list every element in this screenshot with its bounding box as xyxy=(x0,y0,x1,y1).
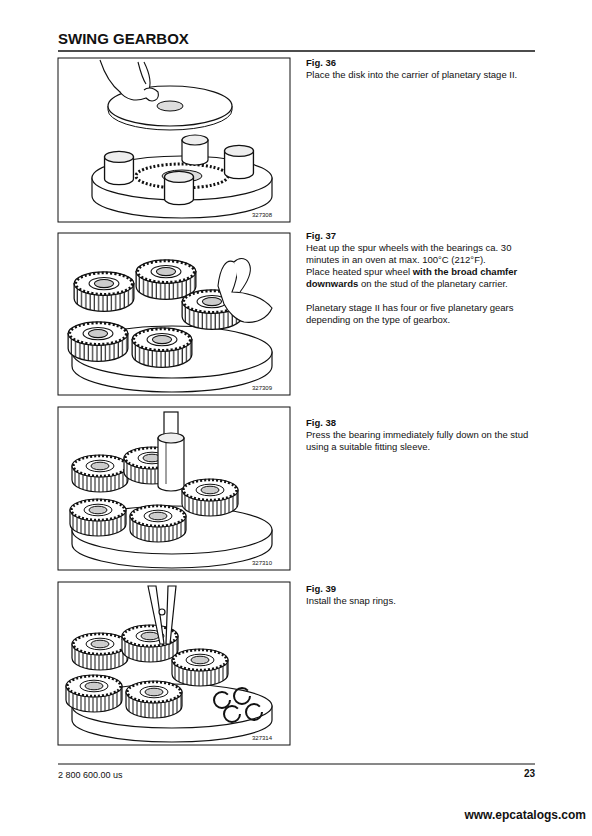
spur-wheel-illustration-part xyxy=(172,649,228,686)
planet-carrier-illustration-part xyxy=(225,145,254,178)
page-number-block: 23 xyxy=(495,768,535,780)
spur-wheel-illustration-part xyxy=(126,681,182,718)
spur-wheel-illustration xyxy=(70,447,238,542)
instruction-text: Place the disk into the carrier of plane… xyxy=(306,69,517,80)
instruction-text: Place heated spur wheel xyxy=(306,266,410,277)
page-rules-part xyxy=(58,50,535,52)
snap-ring-pliers-illustration-part xyxy=(159,609,165,615)
figure-frames-part xyxy=(58,58,290,222)
spur-wheel-illustration-part xyxy=(130,505,186,542)
watermark-block: www.epcatalogs.com xyxy=(420,808,586,823)
image-code: 327314 xyxy=(252,735,272,741)
watermark: www.epcatalogs.com xyxy=(464,808,586,822)
instruction-text-block: Heat up the spur wheels with the bearing… xyxy=(306,242,538,266)
hand-illustration-part xyxy=(234,259,250,292)
instruction-text: Press the bearing immediately fully down… xyxy=(306,429,528,452)
figure-number: Fig. 36 xyxy=(306,57,336,68)
fitting-sleeve-illustration-part xyxy=(158,438,184,491)
spur-wheel-illustration-part xyxy=(132,328,192,367)
figure-number-block: Fig. 37 xyxy=(306,230,538,242)
hand-illustration-part xyxy=(138,62,146,84)
figure-number: Fig. 37 xyxy=(306,230,336,241)
snap-ring-illustration-part xyxy=(214,692,230,708)
image-code-block: 327310 xyxy=(252,559,286,567)
snap-ring-illustration-part xyxy=(246,704,262,720)
hand-illustration xyxy=(100,60,158,101)
instruction-text-block: Planetary stage II has four or five plan… xyxy=(306,302,538,326)
image-code: 327310 xyxy=(252,560,272,566)
disk-illustration xyxy=(108,86,232,130)
figure-number-block: Fig. 39 xyxy=(306,583,538,595)
figure-number-block: Fig. 36 xyxy=(306,57,538,69)
page-rules-part xyxy=(58,764,535,765)
instruction-text: Heat up the spur wheels with the bearing… xyxy=(306,242,511,265)
spur-wheel-illustration-part xyxy=(72,455,128,492)
spur-wheel-illustration xyxy=(66,625,228,718)
instruction-text: Planetary stage II has four or five plan… xyxy=(306,302,514,325)
image-code: 327308 xyxy=(252,212,272,218)
planet-carrier-illustration-part xyxy=(182,135,208,165)
figure-number: Fig. 39 xyxy=(306,583,336,594)
instruction-text: Install the snap rings. xyxy=(306,595,396,606)
spur-wheel-illustration-part xyxy=(74,272,134,311)
disk-illustration-part xyxy=(157,101,183,111)
page-title: SWING GEARBOX xyxy=(58,30,189,48)
figure-frames xyxy=(58,58,290,745)
snap-ring-pliers-illustration-part xyxy=(148,586,164,644)
planet-carrier-illustration-part xyxy=(105,151,134,184)
fitting-sleeve-illustration-part xyxy=(158,433,184,443)
instruction-text-block: Press the bearing immediately fully down… xyxy=(306,429,538,453)
snap-ring-pliers-illustration-part xyxy=(166,586,176,644)
instruction-text-block: Place heated spur wheelwith the broad ch… xyxy=(306,266,538,290)
document-number: 2 800 600.00 us xyxy=(58,770,123,780)
instruction-text-block: Place the disk into the carrier of plane… xyxy=(306,69,538,81)
figure-number-block: Fig. 38 xyxy=(306,417,538,429)
snap-ring-illustration xyxy=(214,688,262,722)
planet-carrier-illustration xyxy=(92,135,272,218)
spur-wheel-illustration-part xyxy=(68,322,128,361)
planet-carrier-illustration-part xyxy=(165,171,194,204)
figure-number: Fig. 38 xyxy=(306,417,336,428)
figure-frames-part xyxy=(58,233,290,395)
spur-wheel-illustration xyxy=(68,260,242,367)
figure-frames-part xyxy=(58,582,290,745)
instruction-text-block: Install the snap rings. xyxy=(306,595,538,607)
disk-illustration-part xyxy=(108,86,232,126)
spur-wheel-illustration-part xyxy=(70,499,126,536)
page-number: 23 xyxy=(524,768,535,779)
image-code-block: 327314 xyxy=(252,734,286,742)
snap-ring-illustration-part xyxy=(224,706,240,722)
image-code: 327309 xyxy=(252,385,272,391)
page-rules xyxy=(58,51,535,764)
figure-frames-part xyxy=(58,407,290,570)
snap-ring-illustration-part xyxy=(234,688,250,704)
instruction-text: on the stud of the planetary carrier. xyxy=(361,278,508,289)
spur-wheel-illustration-part xyxy=(182,479,238,516)
snap-ring-pliers-illustration xyxy=(148,586,176,644)
document-number-block: 2 800 600.00 us xyxy=(58,769,218,781)
fitting-sleeve-illustration xyxy=(158,412,184,491)
spur-wheel-illustration-part xyxy=(136,260,196,299)
spur-wheel-illustration-part xyxy=(66,675,122,712)
image-code-block: 327308 xyxy=(252,211,286,219)
fitting-sleeve-illustration-part xyxy=(166,442,167,484)
hand-illustration-part xyxy=(120,88,158,101)
image-code-block: 327309 xyxy=(252,384,286,392)
spur-wheel-illustration-part xyxy=(72,633,128,670)
hand-illustration xyxy=(218,259,272,323)
